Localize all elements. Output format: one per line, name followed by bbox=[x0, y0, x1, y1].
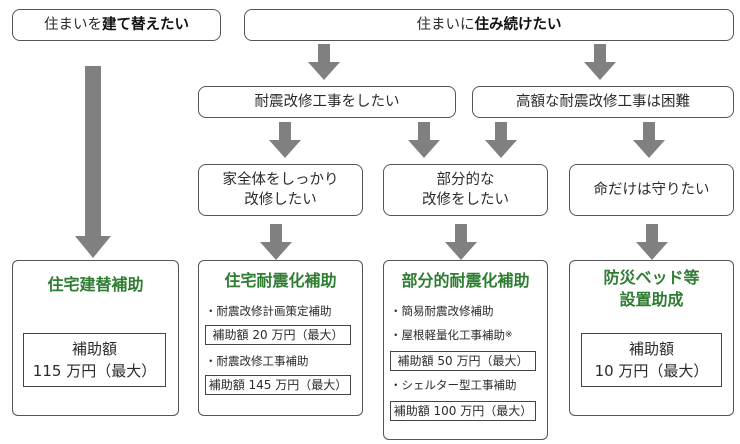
rebuild-result-title: 住宅建替補助 bbox=[47, 275, 144, 294]
partial-item-roof-label: ・屋根軽量化工事補助 bbox=[390, 328, 505, 342]
whole-question: 家全体をしっかり 改修したい bbox=[198, 164, 363, 216]
continue-question: 住まいに住み続けたい bbox=[244, 9, 734, 41]
partial-question: 部分的な 改修をしたい bbox=[383, 164, 548, 216]
difficult-question: 高額な耐震改修工事は困難 bbox=[472, 86, 734, 118]
retrofit-item-plan: ・耐震改修計画策定補助 bbox=[205, 304, 332, 318]
retrofit-question: 耐震改修工事をしたい bbox=[198, 86, 456, 118]
arrow-retrofit-partial bbox=[408, 122, 440, 158]
rebuild-amount-value: 115 万円（最大） bbox=[32, 362, 157, 380]
retrofit-result-title: 住宅耐震化補助 bbox=[224, 271, 337, 290]
bed-result-title-2: 設置助成 bbox=[619, 290, 684, 309]
partial-line-1: 部分的な bbox=[436, 172, 495, 188]
roof-note-mark: ※ bbox=[505, 330, 513, 340]
bed-amount-value: 10 万円（最大） bbox=[594, 362, 709, 380]
arrow-difficult-life bbox=[633, 122, 665, 158]
partial-line-2: 改修をしたい bbox=[422, 192, 509, 208]
continue-bold: 住み続けたい bbox=[474, 17, 562, 33]
partial-item-shelter: ・シェルター型工事補助 bbox=[390, 378, 517, 392]
rebuild-amount-box: 補助額 115 万円（最大） bbox=[23, 333, 166, 387]
life-question: 命だけは守りたい bbox=[569, 164, 734, 216]
partial-roof-amount: 補助額 50 万円（最大） bbox=[390, 351, 536, 371]
arrow-continue-difficult bbox=[584, 44, 616, 80]
bed-result: 防災ベッド等 設置助成 補助額 10 万円（最大） bbox=[569, 260, 734, 416]
retrofit-item-work: ・耐震改修工事補助 bbox=[205, 354, 309, 368]
bed-amount-label: 補助額 bbox=[628, 340, 674, 358]
arrow-difficult-partial bbox=[485, 122, 517, 158]
partial-item-roof: ・屋根軽量化工事補助※ bbox=[390, 327, 513, 343]
difficult-label: 高額な耐震改修工事は困難 bbox=[516, 94, 690, 110]
bed-result-title-1: 防災ベッド等 bbox=[603, 268, 700, 287]
rebuild-amount-label: 補助額 bbox=[71, 340, 117, 358]
retrofit-label: 耐震改修工事をしたい bbox=[254, 94, 400, 110]
arrow-life-result bbox=[636, 224, 668, 260]
retrofit-work-amount: 補助額 145 万円（最大） bbox=[205, 375, 351, 395]
retrofit-plan-amount: 補助額 20 万円（最大） bbox=[205, 325, 351, 345]
arrow-rebuild bbox=[75, 66, 111, 258]
arrow-continue-retrofit bbox=[308, 44, 340, 80]
whole-line-2: 改修したい bbox=[244, 192, 317, 208]
partial-result-title: 部分的耐震化補助 bbox=[401, 271, 530, 290]
retrofit-result: 住宅耐震化補助 ・耐震改修計画策定補助 補助額 20 万円（最大） ・耐震改修工… bbox=[198, 260, 363, 416]
continue-prefix: 住まいに bbox=[416, 17, 475, 33]
partial-shelter-amount: 補助額 100 万円（最大） bbox=[390, 401, 536, 421]
arrow-partial-result bbox=[445, 224, 477, 260]
life-label: 命だけは守りたい bbox=[593, 182, 710, 198]
rebuild-result: 住宅建替補助 補助額 115 万円（最大） bbox=[12, 260, 179, 416]
rebuild-bold: 建て替えたい bbox=[102, 17, 189, 33]
arrow-retrofit-whole bbox=[269, 122, 301, 158]
bed-amount-box: 補助額 10 万円（最大） bbox=[581, 333, 722, 387]
rebuild-question: 住まいを建て替えたい bbox=[12, 9, 221, 41]
partial-item-simple: ・簡易耐震改修補助 bbox=[390, 304, 494, 318]
whole-line-1: 家全体をしっかり bbox=[222, 172, 339, 188]
rebuild-prefix: 住まいを bbox=[44, 17, 102, 33]
arrow-whole-result bbox=[260, 224, 292, 260]
partial-result: 部分的耐震化補助 ・簡易耐震改修補助 ・屋根軽量化工事補助※ 補助額 50 万円… bbox=[383, 260, 548, 440]
